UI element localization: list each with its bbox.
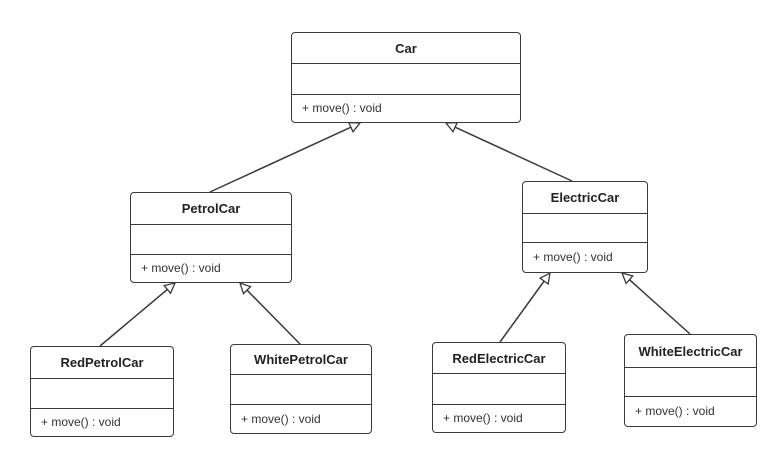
attributes-compartment — [31, 379, 173, 409]
class-name: PetrolCar — [131, 193, 291, 225]
edge-petrolcar-to-car — [209, 123, 360, 193]
class-white-electric-car[interactable]: WhiteElectricCar + move() : void — [624, 334, 757, 427]
class-car[interactable]: Car + move() : void — [291, 32, 521, 123]
operation-label: + move() : void — [635, 404, 715, 418]
class-white-petrol-car[interactable]: WhitePetrolCar + move() : void — [230, 344, 372, 434]
attributes-compartment — [131, 225, 291, 255]
operation-label: + move() : void — [302, 101, 382, 115]
operation-label: + move() : void — [533, 250, 613, 264]
attributes-compartment — [625, 368, 756, 397]
class-electric-car[interactable]: ElectricCar + move() : void — [522, 181, 648, 273]
edge-redelectriccar-to-electriccar — [499, 273, 550, 343]
operation-label: + move() : void — [141, 261, 221, 275]
operation-label: + move() : void — [41, 415, 121, 429]
attributes-compartment — [433, 374, 565, 405]
attributes-compartment — [523, 214, 647, 243]
class-red-electric-car[interactable]: RedElectricCar + move() : void — [432, 342, 566, 433]
class-petrol-car[interactable]: PetrolCar + move() : void — [130, 192, 292, 283]
attributes-compartment — [292, 64, 520, 95]
edge-redpetrolcar-to-petrolcar — [99, 283, 175, 347]
class-red-petrol-car[interactable]: RedPetrolCar + move() : void — [30, 346, 174, 437]
class-name: RedElectricCar — [433, 343, 565, 374]
operation-label: + move() : void — [443, 411, 523, 425]
class-name: WhiteElectricCar — [625, 335, 756, 368]
attributes-compartment — [231, 375, 371, 405]
edge-electriccar-to-car — [446, 123, 573, 182]
class-name: Car — [292, 33, 520, 64]
class-name: ElectricCar — [523, 182, 647, 214]
class-name: RedPetrolCar — [31, 347, 173, 379]
operation-label: + move() : void — [241, 411, 321, 426]
edge-whiteelectriccar-to-electriccar — [622, 273, 691, 335]
class-name: WhitePetrolCar — [231, 345, 371, 375]
edge-whitepetrolcar-to-petrolcar — [240, 283, 301, 345]
